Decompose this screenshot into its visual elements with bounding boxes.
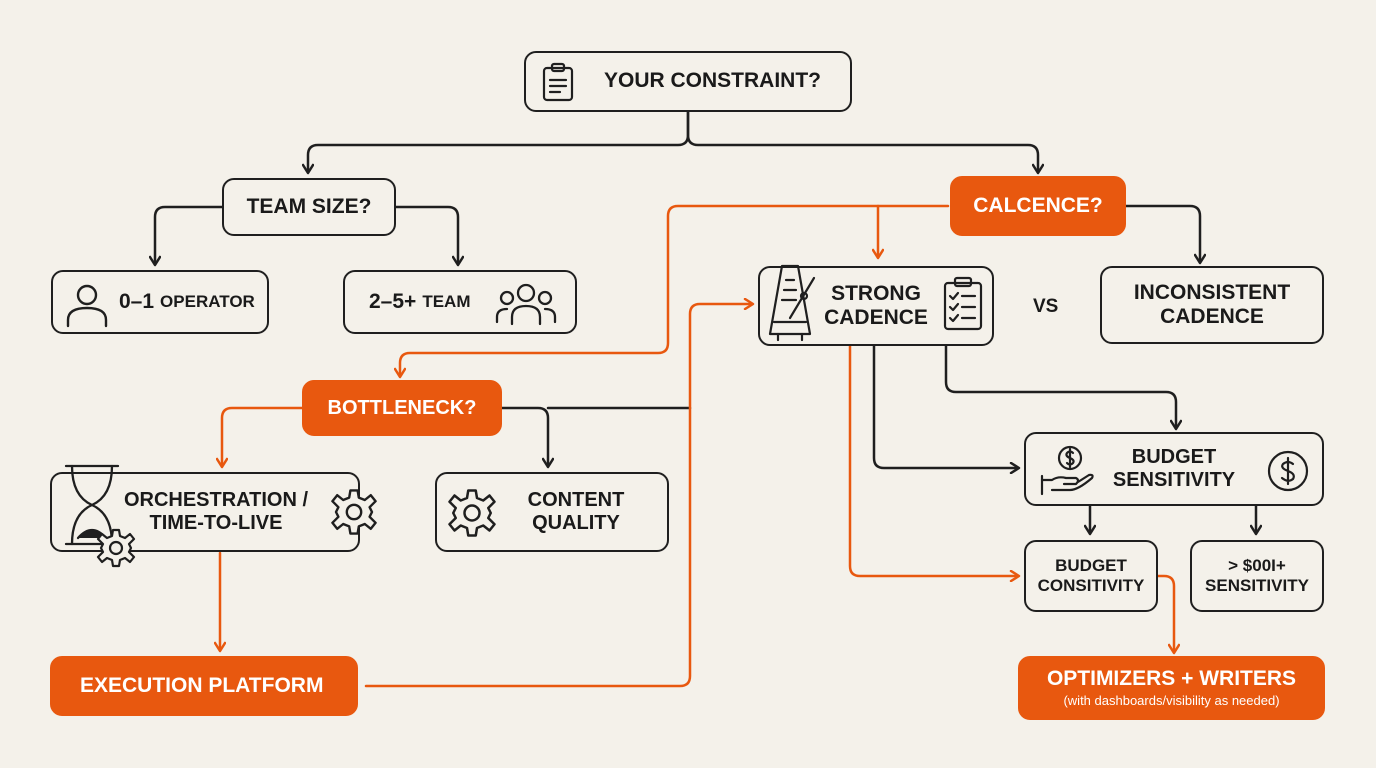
team-size-label: TEAM SIZE? [246, 194, 372, 218]
team-node[interactable]: 2–5+ TEAM [343, 270, 577, 334]
person-icon [63, 280, 111, 333]
cadence-question-label: CALCENCE? [973, 193, 1103, 217]
operator-number: 0–1 [119, 290, 155, 313]
dollar-coin-icon [1266, 449, 1310, 499]
orchestration-text: ORCHESTRATION / TIME-TO-LIVE [124, 489, 308, 535]
connector-strong-to-budget-top [944, 343, 1176, 428]
connector-strong-to-budget [872, 343, 1018, 468]
orchestration-node[interactable]: ORCHESTRATION / TIME-TO-LIVE [50, 464, 377, 568]
connector-root-to-teamsize [308, 110, 690, 172]
connector-bottleneck-to-quality [500, 406, 548, 466]
gear-icon [447, 488, 497, 544]
optimizers-title: OPTIMIZERS + WRITERS [1046, 666, 1297, 690]
connector-execution-to-strong [364, 304, 752, 688]
checklist-icon [942, 276, 984, 338]
metronome-icon [764, 262, 824, 354]
hand-dollar-icon [1040, 444, 1096, 502]
orchestration-line2: TIME-TO-LIVE [149, 512, 283, 534]
group-icon [495, 282, 557, 331]
budget-consitivity-node[interactable]: BUDGET CONSITIVITY [1024, 540, 1158, 612]
budget-consitivity-line2: CONSITIVITY [1037, 576, 1145, 595]
content-quality-node[interactable]: CONTENT QUALITY [435, 472, 669, 552]
orchestration-line1: ORCHESTRATION / [123, 489, 309, 511]
strong-cadence-line2: CADENCE [824, 306, 928, 329]
strong-cadence-text: STRONG CADENCE [824, 282, 928, 330]
execution-platform-label: EXECUTION PLATFORM [80, 673, 324, 697]
inconsistent-cadence-line1: INCONSISTENT [1133, 280, 1291, 304]
bottleneck-label: BOTTLENECK? [327, 396, 477, 419]
vs-label: VS [1033, 296, 1059, 317]
budget-sensitivity-text: BUDGET SENSITIVITY [1113, 446, 1235, 492]
clipboard-icon [541, 62, 575, 108]
cadence-question-node[interactable]: CALCENCE? [950, 176, 1126, 236]
connector-root-to-cadence [686, 110, 1038, 172]
bottleneck-node[interactable]: BOTTLENECK? [302, 380, 502, 436]
budget-sensitivity-line1: BUDGET [1131, 446, 1217, 468]
operator-label: OPERATOR [160, 292, 255, 311]
gear-icon [330, 488, 378, 542]
high-sensitivity-line1: > $00I+ [1228, 556, 1286, 576]
high-sensitivity-line2: SENSITIVITY [1205, 576, 1309, 595]
root-constraint-node[interactable]: YOUR CONSTRAINT? [524, 51, 852, 112]
connector-bottleneck-to-orchestration [222, 406, 304, 466]
strong-cadence-line1: STRONG [831, 281, 921, 305]
high-sensitivity-node[interactable]: > $00I+ SENSITIVITY [1190, 540, 1324, 612]
budget-sensitivity-node[interactable]: BUDGET SENSITIVITY [1024, 432, 1324, 506]
team-label: TEAM [422, 292, 471, 311]
content-quality-text: CONTENT QUALITY [528, 489, 625, 535]
gear-icon [96, 528, 136, 574]
connector-strong-to-consitivity [848, 343, 1018, 576]
team-number: 2–5+ [369, 290, 417, 313]
optimizers-writers-node[interactable]: OPTIMIZERS + WRITERS (with dashboards/vi… [1018, 656, 1325, 720]
optimizers-subtitle: (with dashboards/visibility as needed) [1063, 693, 1280, 709]
connector-cadence-to-bottleneck [400, 204, 950, 376]
inconsistent-cadence-line2: CADENCE [1160, 305, 1264, 328]
connector-consitivity-to-optimizers [1156, 574, 1174, 652]
inconsistent-cadence-node[interactable]: INCONSISTENT CADENCE [1100, 266, 1324, 344]
budget-sensitivity-line2: SENSITIVITY [1112, 469, 1236, 491]
content-quality-line1: CONTENT [527, 489, 625, 511]
root-constraint-label: YOUR CONSTRAINT? [604, 69, 821, 93]
budget-consitivity-line1: BUDGET [1055, 556, 1127, 576]
execution-platform-node[interactable]: EXECUTION PLATFORM [50, 656, 358, 716]
connector-teamsize-to-operator [155, 205, 224, 264]
strong-cadence-node[interactable]: STRONG CADENCE [758, 264, 994, 346]
content-quality-line2: QUALITY [532, 512, 620, 534]
connector-cadence-to-inconsistent [1124, 204, 1200, 262]
operator-node[interactable]: 0–1 OPERATOR [51, 270, 269, 334]
connector-teamsize-to-team [393, 205, 458, 264]
team-size-node[interactable]: TEAM SIZE? [222, 178, 396, 236]
